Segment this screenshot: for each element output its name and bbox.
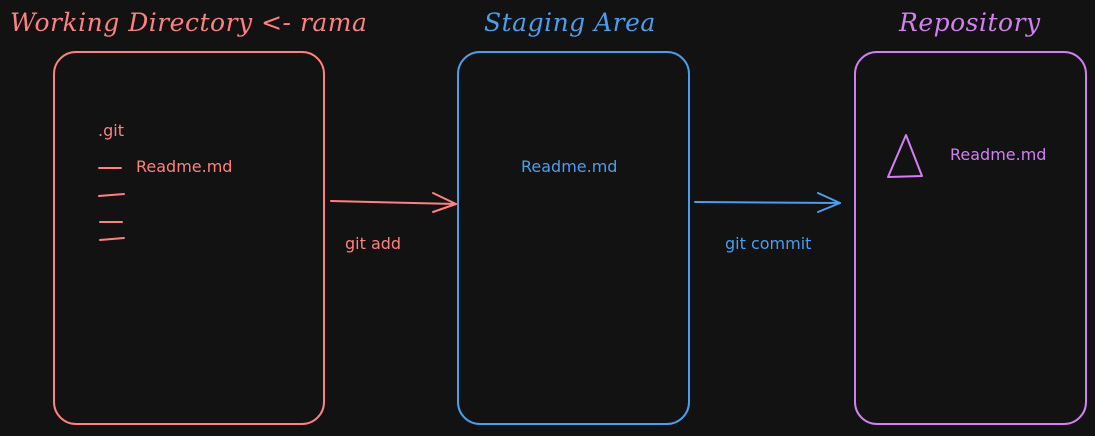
staging-file-label: Readme.md [521,157,618,176]
tree-dash-4 [99,237,125,241]
tree-dash-2 [98,193,125,197]
git-folder-label: .git [98,121,124,140]
staging-area-title: Staging Area [484,8,656,37]
working-directory-title: Working Directory <- rama [10,8,368,37]
working-file-label: Readme.md [136,157,233,176]
git-commit-arrow [694,192,841,213]
staging-area-box [457,51,690,425]
repository-file-label: Readme.md [950,145,1047,164]
git-add-label: git add [345,234,402,253]
triangle-icon [887,134,923,178]
repository-box [854,51,1087,425]
repository-title: Repository [899,8,1041,37]
working-directory-box [53,51,325,425]
git-commit-label: git commit [725,234,812,253]
git-add-arrow [330,192,457,213]
